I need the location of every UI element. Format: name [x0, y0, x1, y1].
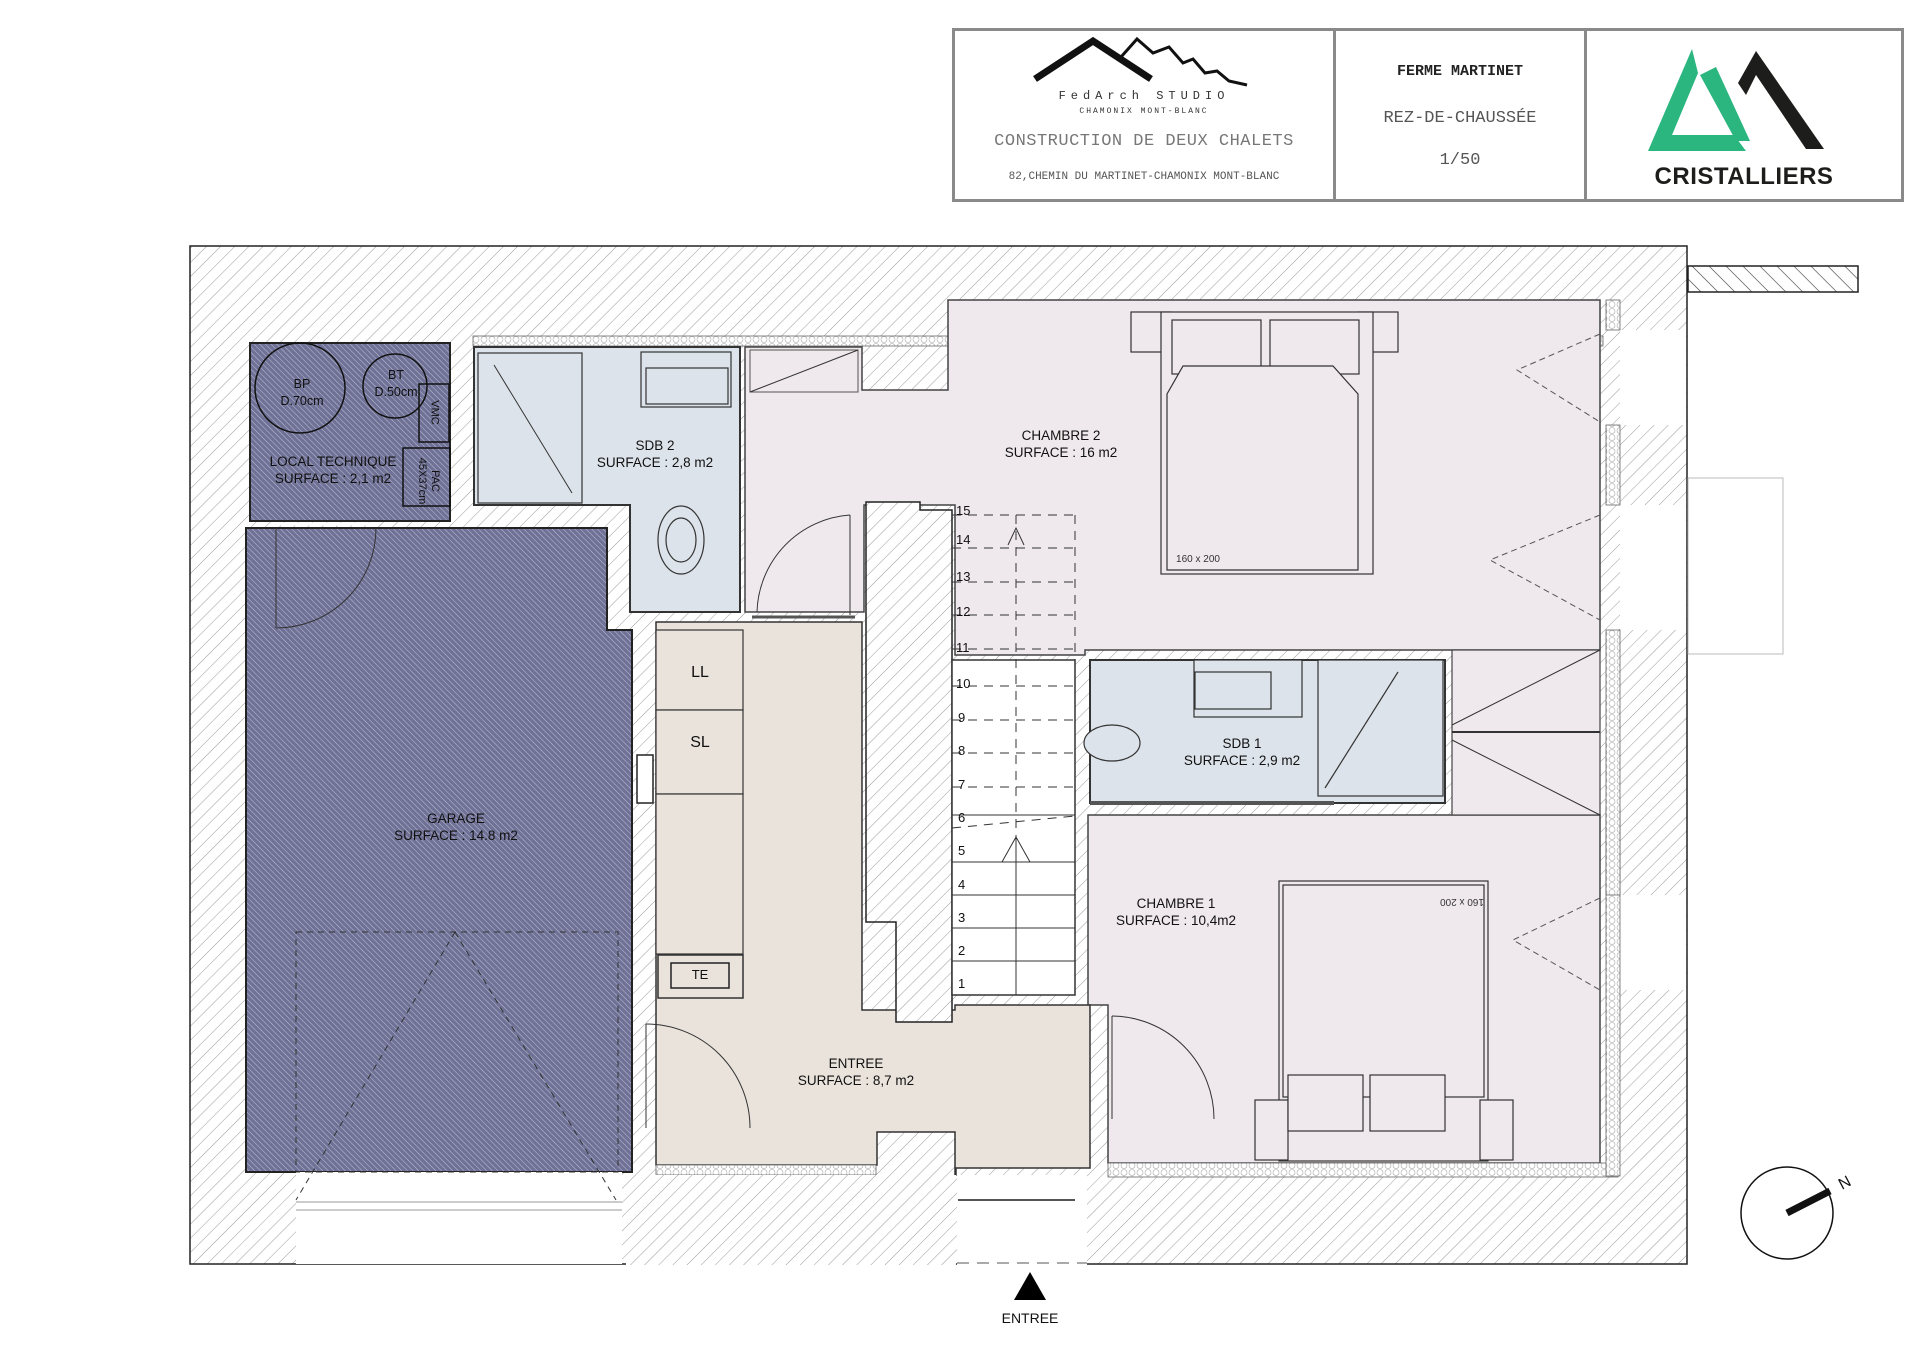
step-number: 4 [958, 877, 966, 892]
staircase[interactable] [951, 659, 1076, 996]
storage-units [655, 629, 744, 999]
room-entree [655, 621, 1091, 1176]
step-number: 10 [956, 676, 971, 691]
garage-door-swing [295, 931, 619, 1201]
terrace-outline [1687, 477, 1784, 655]
ll-label: LL [691, 664, 709, 681]
sl-label: SL [690, 734, 710, 751]
bed-size-chambre1: 160 x 200 [1440, 896, 1484, 907]
step-number: 12 [956, 604, 971, 619]
step-number: 14 [956, 532, 971, 547]
step-number: 2 [958, 943, 966, 958]
project-address: 82,CHEMIN DU MARTINET-CHAMONIX MONT-BLAN… [1008, 171, 1280, 183]
stair-upper-treads [951, 514, 1076, 837]
mountain-roof-logo-icon [1033, 36, 1248, 87]
local-technique-door[interactable] [275, 522, 377, 629]
svg-text:N: N [1836, 1173, 1854, 1193]
step-number: 15 [956, 503, 971, 518]
drawing-scale: 1/50 [1439, 151, 1481, 170]
step-number: 13 [956, 569, 971, 584]
step-number: 1 [958, 976, 966, 991]
vmc-label: VMC [428, 400, 441, 425]
room-local-technique [249, 342, 451, 522]
step-number: 6 [958, 810, 966, 825]
interior-wall-stairs [865, 501, 953, 1023]
chambre1-door[interactable] [1111, 1015, 1215, 1120]
step-number: 8 [958, 743, 966, 758]
bed-chambre1 [1254, 880, 1514, 1162]
cristalliers-triangles-logo-icon [1648, 49, 1824, 151]
north-arrow-icon: N [1740, 1166, 1854, 1260]
step-number: 7 [958, 777, 966, 792]
te-label: TE [691, 967, 709, 982]
room-garage [245, 527, 633, 1173]
bed-size-chambre2: 160 x 200 [1176, 554, 1220, 565]
technical-equipment [254, 342, 451, 507]
studio-name: FedArch STUDIO [1058, 89, 1230, 103]
bed-chambre2 [1130, 311, 1399, 575]
stair-treads [952, 836, 1075, 995]
garage-door-opening[interactable] [296, 1172, 622, 1264]
step-number: 3 [958, 910, 966, 925]
drawing-level: REZ-DE-CHAUSSÉE [1383, 109, 1537, 128]
architect-cell: FedArch STUDIO CHAMONIX MONT-BLANC CONST… [955, 31, 1336, 199]
step-number: 9 [958, 710, 966, 725]
step-number: 5 [958, 843, 966, 858]
window-swings [1488, 333, 1601, 991]
project-title: CONSTRUCTION DE DEUX CHALETS [994, 132, 1294, 151]
sdb2-fixtures [477, 351, 732, 575]
sdb1-fixtures [1083, 659, 1444, 797]
step-number: 11 [956, 640, 970, 655]
title-block: FedArch STUDIO CHAMONIX MONT-BLANC CONST… [952, 28, 1904, 202]
studio-location: CHAMONIX MONT-BLANC [1079, 107, 1209, 116]
client-name: CRISTALLIERS [1654, 163, 1834, 190]
client-logo-cell: CRISTALLIERS [1587, 31, 1901, 199]
entrance-label: ENTREE [1001, 1310, 1059, 1326]
chambre2-door[interactable] [756, 514, 851, 615]
drawing-info-cell: FERME MARTINET REZ-DE-CHAUSSÉE 1/50 [1336, 31, 1587, 199]
entrance-arrow-icon [1014, 1272, 1046, 1300]
project-name: FERME MARTINET [1396, 63, 1524, 80]
adjacent-wall [1687, 265, 1859, 293]
garage-entree-door[interactable] [645, 1023, 751, 1129]
